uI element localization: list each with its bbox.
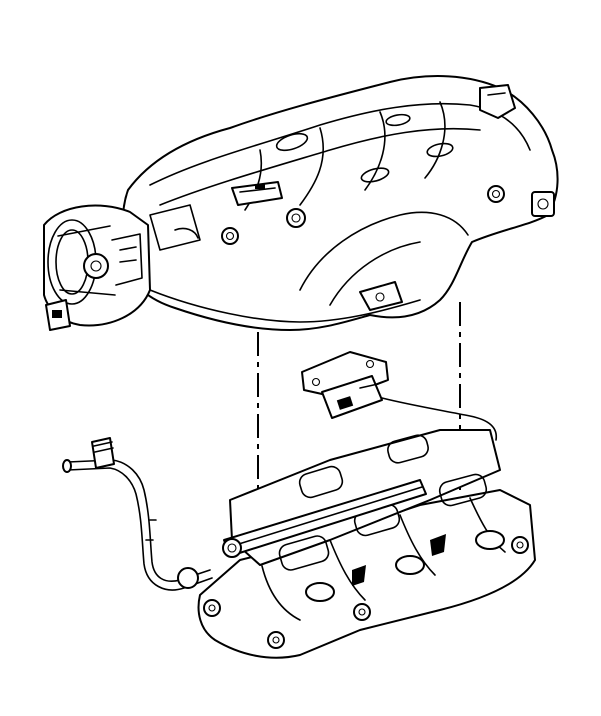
fuel-injector-harness-connector-icon xyxy=(301,351,498,441)
lower-intake-manifold-icon xyxy=(197,429,536,659)
throttle-body-icon xyxy=(43,204,151,331)
fuel-feed-hose-icon xyxy=(62,437,213,591)
fuel-rail-icon xyxy=(222,479,427,558)
upper-intake-manifold-icon xyxy=(121,75,559,331)
